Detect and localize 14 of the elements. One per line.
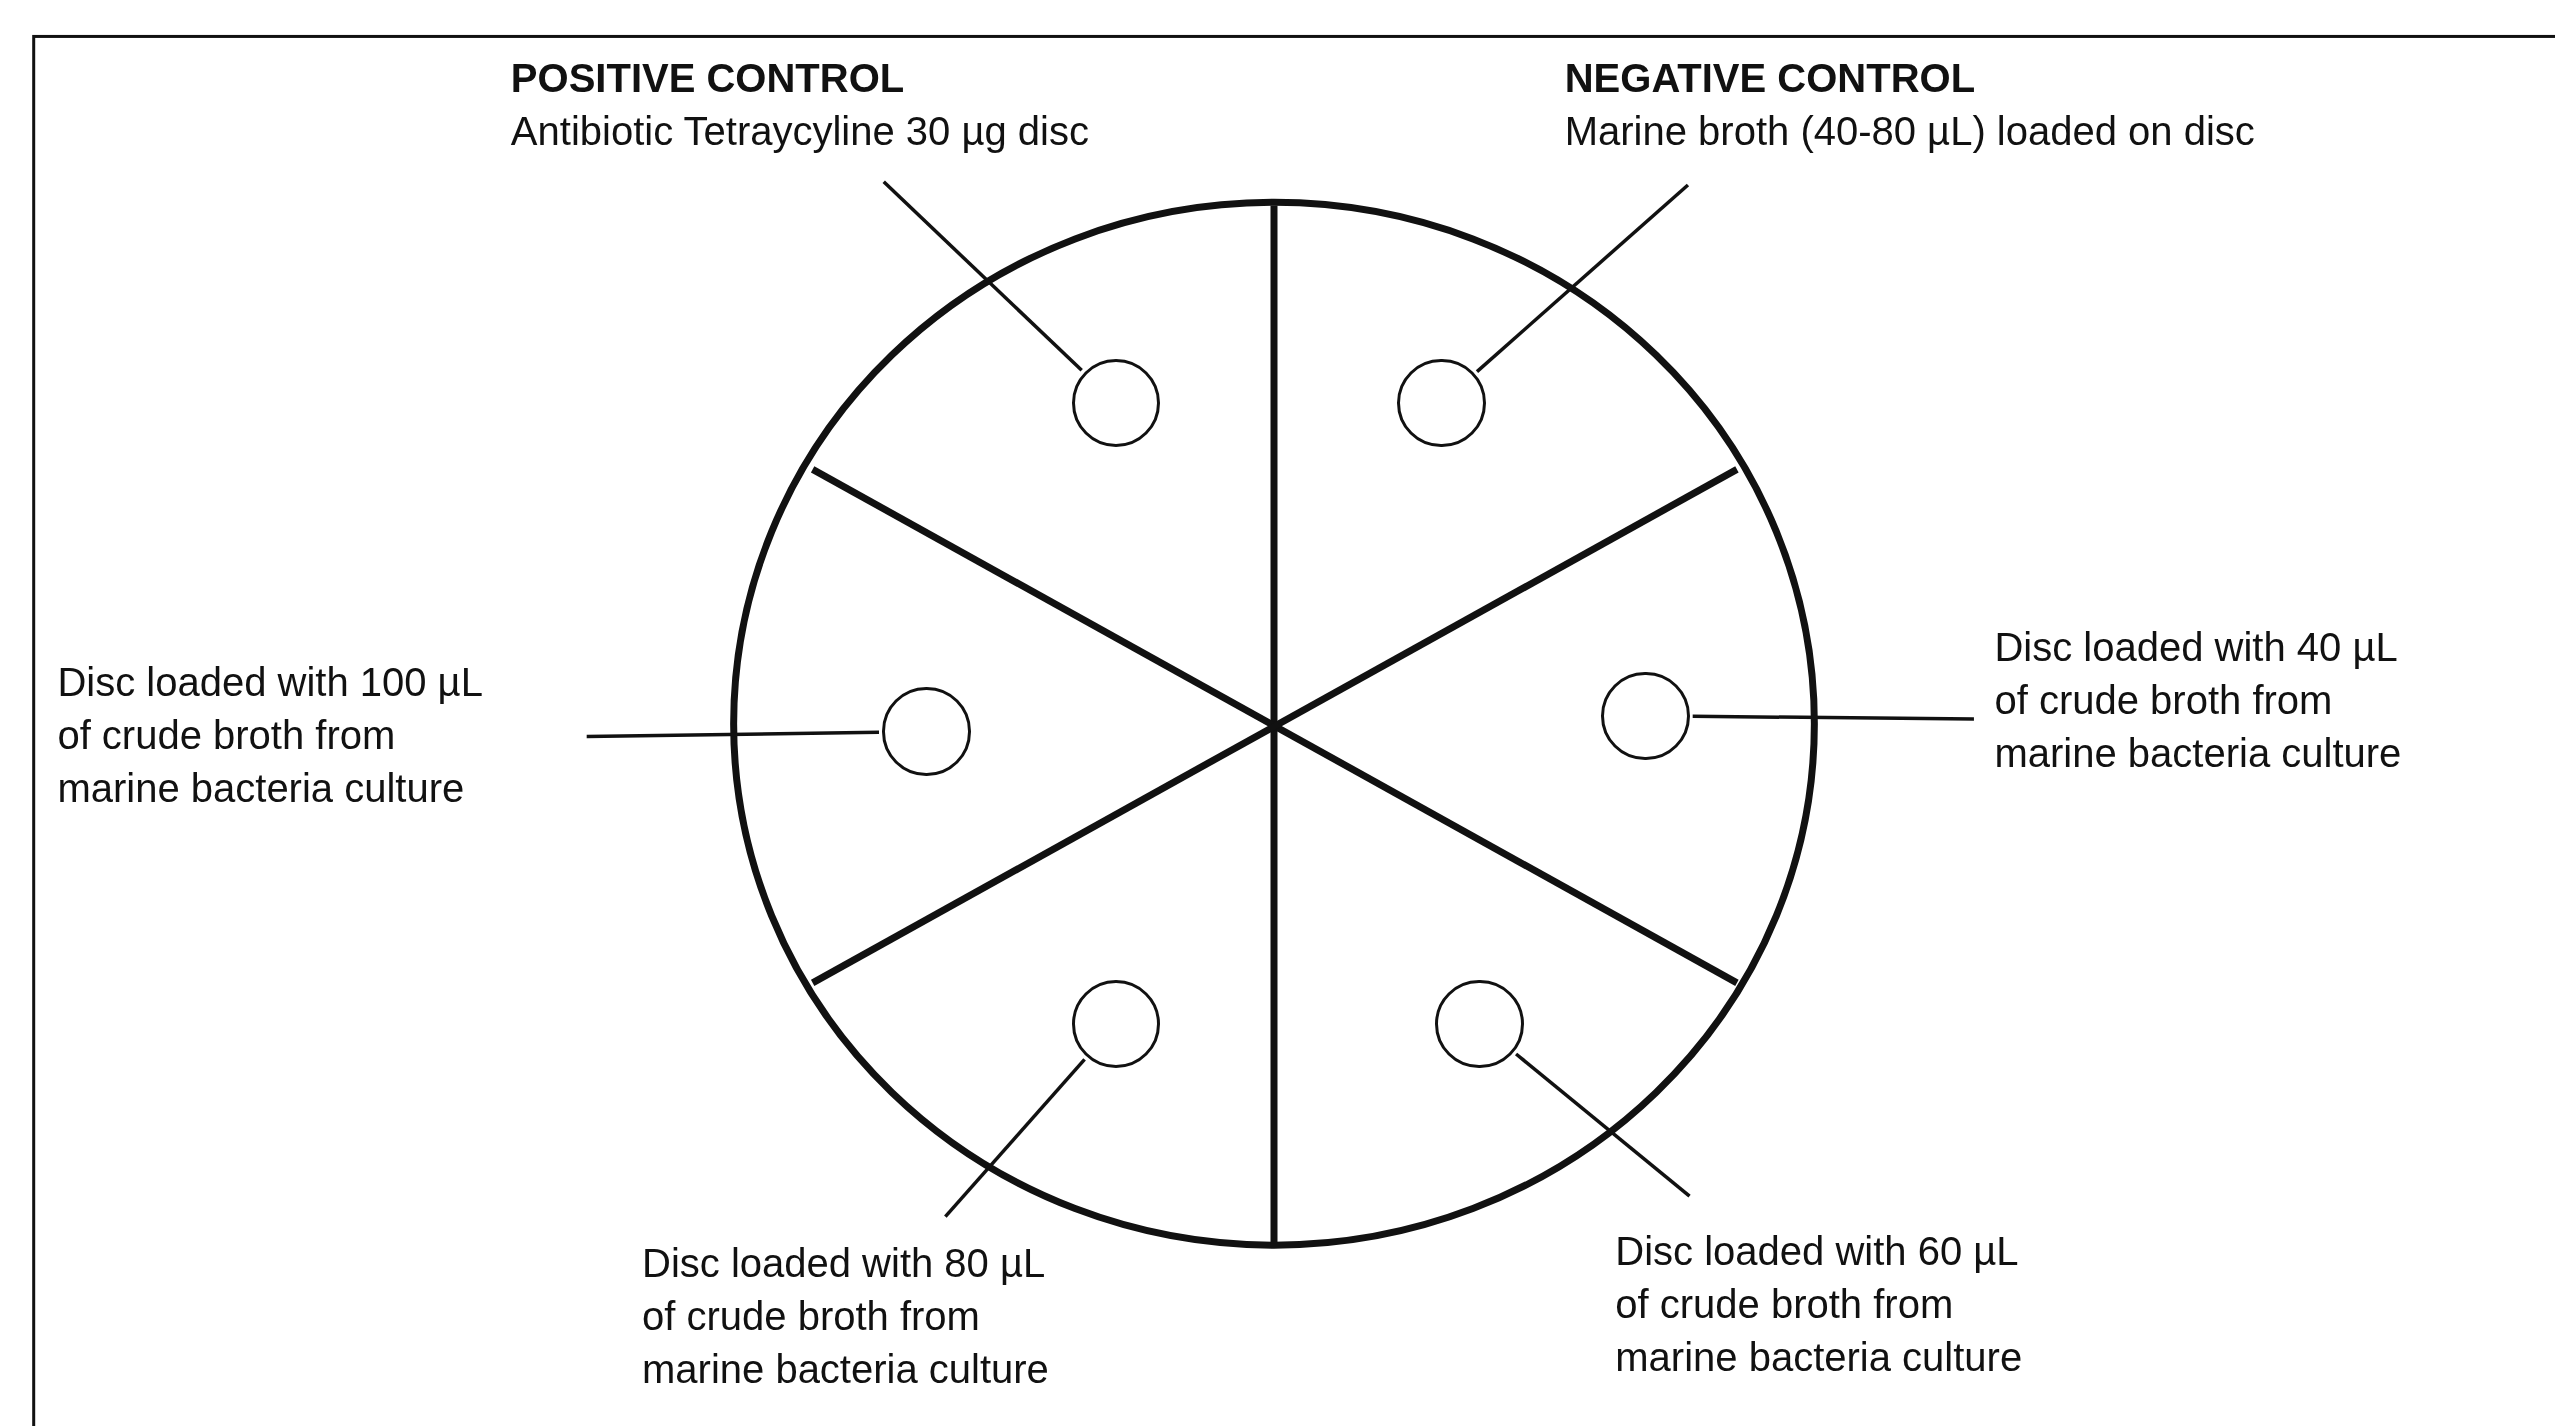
leader-line [1475, 183, 1690, 373]
leader-line [882, 180, 1083, 372]
label-text: Disc loaded with 100 µL of crude broth from marine bacteria culture [57, 658, 483, 812]
label-text: Disc loaded with 80 µL of crude broth from marine bacteria culture [642, 1240, 1050, 1394]
leader-line [1514, 1052, 1691, 1198]
label-text: Marine broth (40-80 µL) loaded on disc [1564, 108, 2255, 156]
leader-line [1692, 714, 1974, 721]
label-text: Disc loaded with 60 µL of crude broth from marine bacteria culture [1615, 1227, 2024, 1381]
label-text: Antibiotic Tetraycyline 30 µg disc [510, 108, 1089, 156]
leader-line [586, 730, 880, 739]
label-text: Disc loaded with 40 µL of crude broth from marine bacteria culture [1994, 624, 2403, 778]
leader-line [944, 1058, 1086, 1218]
heading-text: POSITIVE CONTROL [510, 55, 906, 103]
heading-text: NEGATIVE CONTROL [1564, 55, 1977, 103]
